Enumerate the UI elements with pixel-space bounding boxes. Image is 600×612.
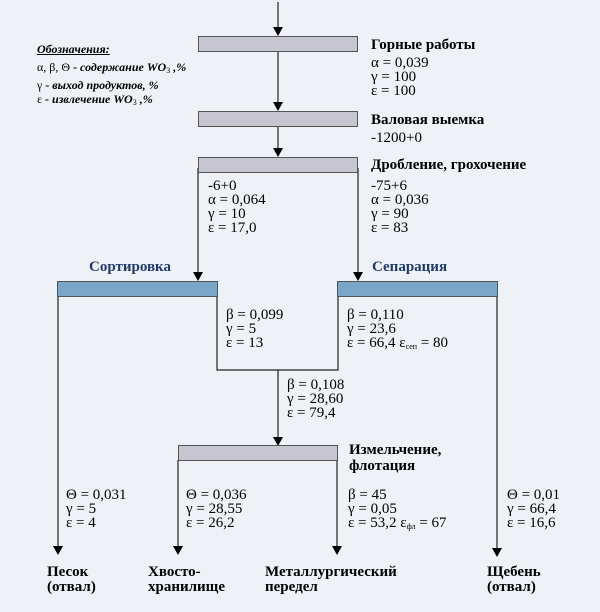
value-line: γ = 0,05: [348, 501, 397, 517]
output-line: Металлургический: [265, 564, 397, 580]
gravel-values: Θ = 0,01 γ = 66,4 ε = 16,6: [507, 487, 561, 531]
value-line: α = 0,039: [371, 55, 429, 71]
value-line: γ = 10: [208, 206, 246, 222]
value-text: = 67: [415, 515, 447, 531]
flotation-title-line: Измельчение,: [349, 442, 442, 458]
separation-values: β = 0,110 γ = 23,6 ε = 66,4 εсеп = 80: [347, 308, 448, 354]
value-text: ε = 53,2: [348, 515, 397, 531]
sorting-bar: [57, 281, 218, 297]
value-line: ε = 16,6: [507, 515, 556, 531]
value-text: ε = 66,4: [347, 335, 396, 351]
legend-tail: ,%: [136, 92, 153, 106]
output-line: Хвосто-: [148, 564, 201, 580]
legend-symbols: ε: [37, 92, 43, 106]
value-line: γ = 28,60: [287, 391, 344, 407]
output-metallurgy: Металлургический передел: [265, 565, 397, 595]
value-line: ε = 53,2 εфл = 67: [348, 516, 447, 534]
value-line: -6+0: [208, 178, 237, 194]
value-line: β = 0,108: [287, 377, 345, 393]
output-line: хранилище: [148, 579, 226, 595]
value-line: ε = 100: [371, 83, 416, 99]
legend-symbols: γ: [37, 78, 43, 92]
bulk-values: -1200+0: [371, 130, 422, 146]
output-line: (отвал): [47, 579, 96, 595]
value-line: α = 0,064: [208, 192, 266, 208]
concentrate-values: β = 45 γ = 0,05 ε = 53,2 εфл = 67: [348, 488, 447, 534]
bulk-title: Валовая выемка: [371, 112, 485, 128]
mining-bar: [198, 36, 358, 52]
output-line: Щебень: [487, 564, 541, 580]
value-sub: фл: [406, 522, 416, 531]
output-gravel: Щебень (отвал): [487, 565, 541, 595]
mining-values: α = 0,039 γ = 100 ε = 100: [371, 55, 429, 99]
legend-text: - выход продуктов, %: [42, 78, 159, 92]
output-line: Песок: [47, 564, 89, 580]
value-line: Θ = 0,036: [186, 487, 247, 503]
value-text: = 80: [417, 335, 449, 351]
value-line: ε = 26,2: [186, 515, 235, 531]
value-line: Θ = 0,031: [66, 487, 127, 503]
output-line: передел: [265, 579, 318, 595]
value-line: ε = 4: [66, 515, 96, 531]
legend-symbols: α, β, Θ: [37, 60, 71, 74]
value-line: -1200+0: [371, 130, 422, 146]
value-line: ε = 13: [226, 335, 264, 351]
value-line: ε = 79,4: [287, 405, 336, 421]
value-line: γ = 100: [371, 69, 417, 85]
legend-text: - содержание WO: [70, 60, 167, 74]
legend-tail: ,%: [170, 60, 187, 74]
value-line: β = 0,099: [226, 307, 284, 323]
value-line: γ = 66,4: [507, 501, 556, 517]
value-line: γ = 23,6: [347, 321, 396, 337]
legend-recovery-line: ε - извлечение WO3 ,%: [37, 92, 186, 110]
value-line: ε = 66,4 εсеп = 80: [347, 336, 448, 354]
value-line: α = 0,036: [371, 192, 429, 208]
value-line: Θ = 0,01: [507, 487, 561, 503]
legend-yield-line: γ - выход продуктов, %: [37, 78, 186, 92]
value-line: β = 45: [348, 487, 387, 503]
flotation-title: Измельчение, флотация: [349, 442, 441, 474]
legend-content-line: α, β, Θ - содержание WO3 ,%: [37, 60, 186, 78]
flotation-title-line: флотация: [349, 458, 416, 474]
legend-text: - извлечение WO: [42, 92, 133, 106]
value-line: γ = 90: [371, 206, 409, 222]
value-line: ε = 17,0: [208, 220, 257, 236]
crushing-title: Дробление, грохочение: [371, 157, 527, 173]
output-tailings: Хвосто- хранилище: [148, 565, 225, 595]
value-symbol: ε: [400, 515, 407, 531]
mining-title: Горные работы: [371, 37, 476, 53]
value-symbol: ε: [399, 335, 406, 351]
sand-values: Θ = 0,031 γ = 5 ε = 4: [66, 487, 127, 531]
output-line: (отвал): [487, 579, 536, 595]
separation-title: Сепарация: [372, 259, 448, 275]
value-line: β = 0,110: [347, 307, 404, 323]
legend: Обозначения: α, β, Θ - содержание WO3 ,%…: [37, 42, 186, 110]
bulk-bar: [198, 111, 358, 127]
crushing-bar: [198, 157, 358, 173]
combined-values: β = 0,108 γ = 28,60 ε = 79,4: [287, 377, 345, 421]
value-line: γ = 28,55: [186, 501, 243, 517]
coarse-stream-values: -75+6 α = 0,036 γ = 90 ε = 83: [371, 178, 429, 236]
value-line: -75+6: [371, 178, 407, 194]
output-sand: Песок (отвал): [47, 565, 96, 595]
legend-sub: 3: [166, 66, 171, 75]
sorting-title: Сортировка: [89, 259, 171, 275]
value-line: ε = 83: [371, 220, 409, 236]
separation-bar: [337, 281, 498, 297]
sorting-values: β = 0,099 γ = 5 ε = 13: [226, 307, 284, 351]
fine-stream-values: -6+0 α = 0,064 γ = 10 ε = 17,0: [208, 178, 266, 236]
value-line: γ = 5: [226, 321, 257, 337]
legend-heading: Обозначения:: [37, 42, 110, 56]
legend-sub: 3: [132, 98, 137, 107]
tailings-values: Θ = 0,036 γ = 28,55 ε = 26,2: [186, 487, 247, 531]
value-line: γ = 5: [66, 501, 97, 517]
flotation-bar: [178, 445, 338, 461]
value-sub: сеп: [405, 342, 418, 351]
